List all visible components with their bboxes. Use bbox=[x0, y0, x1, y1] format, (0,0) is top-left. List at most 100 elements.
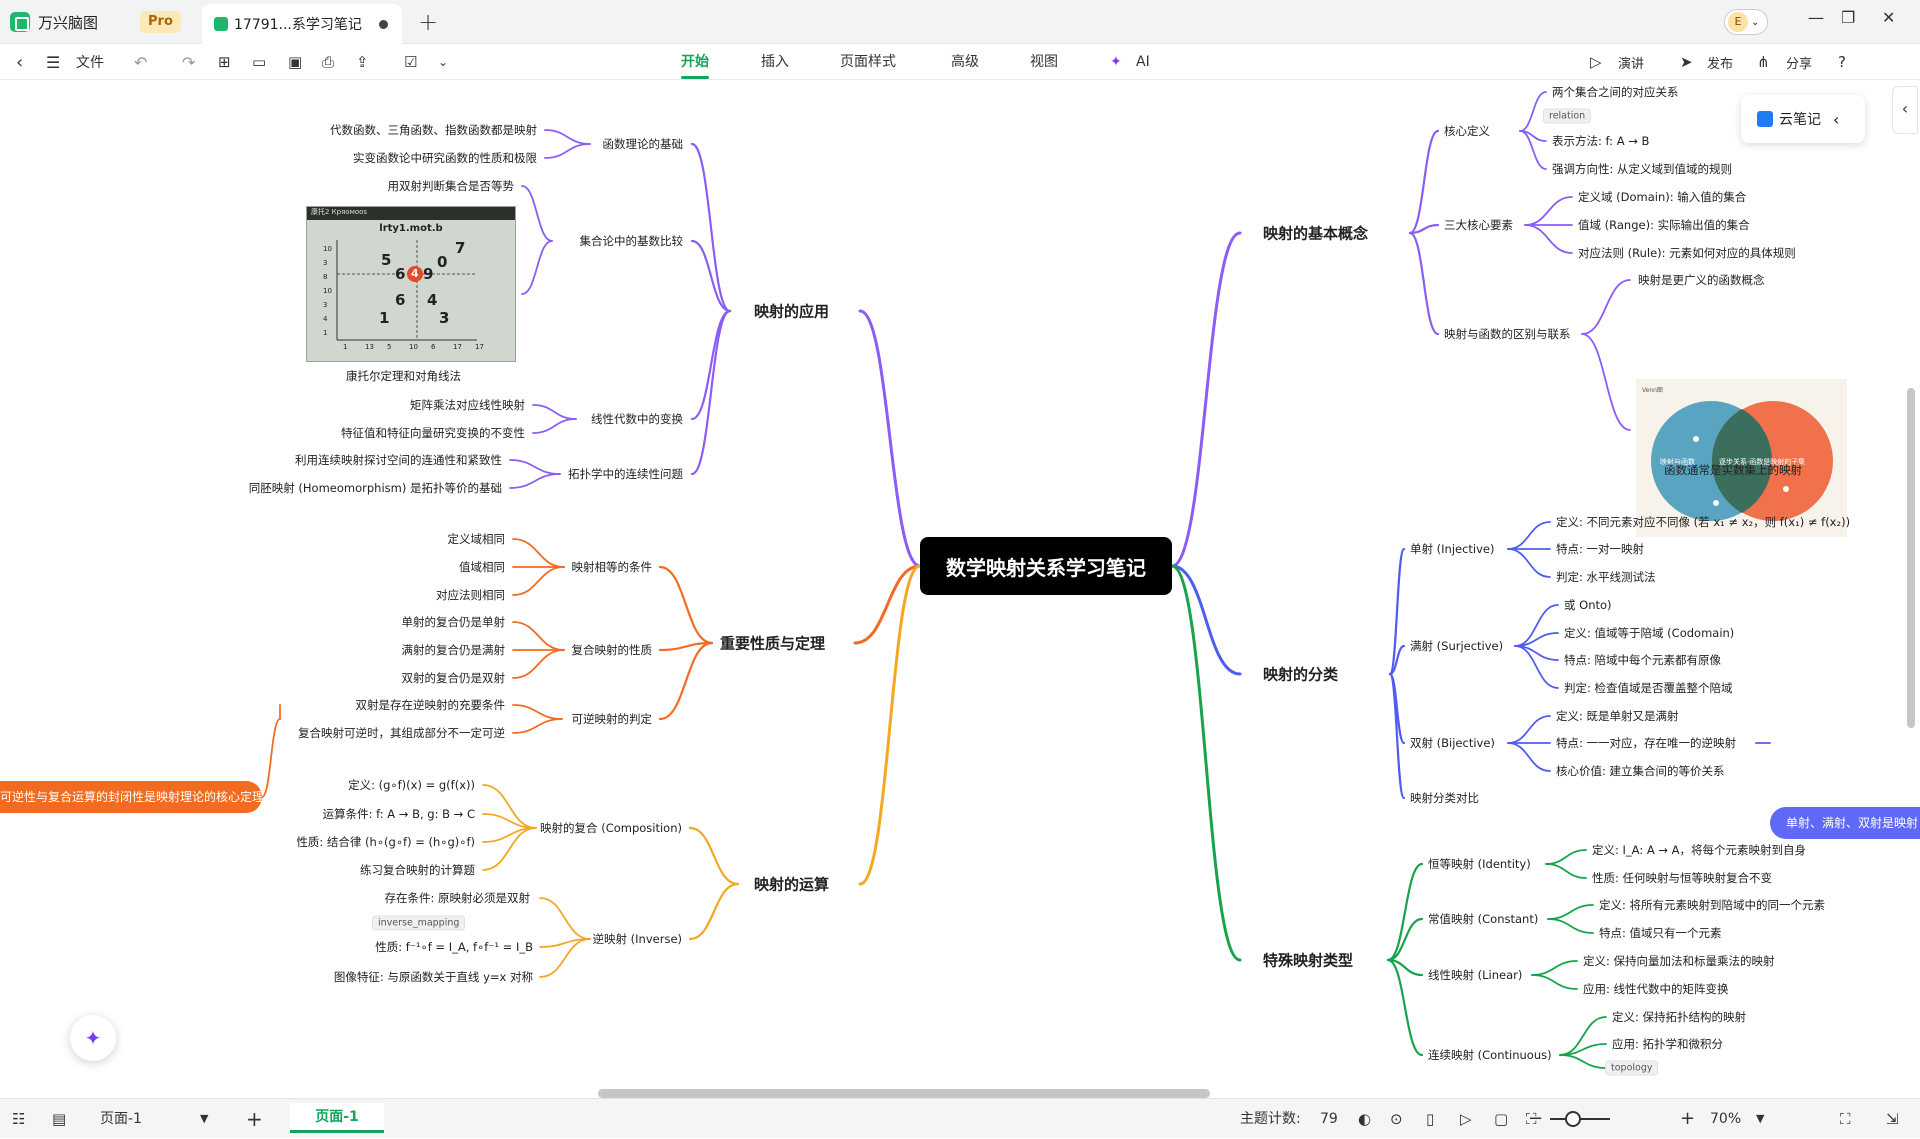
menu-advanced[interactable]: 高级 bbox=[951, 44, 979, 80]
topic-bijective[interactable]: 双射 (Bijective) bbox=[1410, 735, 1495, 751]
topic-identity[interactable]: 恒等映射 (Identity) bbox=[1428, 856, 1531, 872]
layout-icon[interactable]: ▤ bbox=[52, 1099, 66, 1139]
menu-insert[interactable]: 插入 bbox=[761, 44, 789, 80]
leaf-topo-2[interactable]: 同胚映射 (Homeomorphism) 是拓扑等价的基础 bbox=[249, 480, 502, 496]
share-button[interactable]: 分享 bbox=[1786, 44, 1812, 80]
topic-mapping-vs-function[interactable]: 映射与函数的区别与联系 bbox=[1444, 326, 1571, 342]
leaf-const-1[interactable]: 定义: 将所有元素映射到陪域中的同一个元素 bbox=[1599, 897, 1825, 913]
branch-basic-concepts[interactable]: 映射的基本概念 bbox=[1263, 223, 1368, 244]
leaf-inj-3[interactable]: 判定: 水平线测试法 bbox=[1556, 569, 1656, 585]
leaf-eq-3[interactable]: 对应法则相同 bbox=[436, 587, 505, 603]
minimize-icon[interactable]: — bbox=[1808, 8, 1824, 27]
summary-callout-left[interactable]: 可逆性与复合运算的封闭性是映射理论的核心定理 bbox=[0, 781, 262, 813]
leaf-inverse-1[interactable]: 存在条件: 原映射必须是双射 bbox=[384, 890, 530, 906]
theme-icon[interactable]: ◐ bbox=[1358, 1099, 1371, 1139]
topic-composition[interactable]: 映射的复合 (Composition) bbox=[540, 820, 682, 836]
close-icon[interactable]: ✕ bbox=[1882, 8, 1895, 27]
more-chevron-icon[interactable]: ⌄ bbox=[438, 44, 448, 80]
leaf-compose-3[interactable]: 性质: 结合律 (h∘(g∘f) = (h∘g)∘f) bbox=[296, 834, 475, 850]
topic-function-basis[interactable]: 函数理论的基础 bbox=[603, 136, 684, 152]
print-icon[interactable]: ⎙ bbox=[322, 44, 334, 80]
book-icon[interactable]: ▯ bbox=[1426, 1099, 1434, 1139]
leaf-inj-1[interactable]: 定义: 不同元素对应不同像 (若 x₁ ≠ x₂，则 f(x₁) ≠ f(x₂)… bbox=[1556, 514, 1850, 530]
leaf-inverse-3[interactable]: 图像特征: 与原函数关于直线 y=x 对称 bbox=[334, 969, 533, 985]
leaf-eq-2[interactable]: 值域相同 bbox=[459, 559, 505, 575]
branch-classification[interactable]: 映射的分类 bbox=[1263, 664, 1338, 685]
leaf-id-1[interactable]: 定义: I_A: A → A，将每个元素映射到自身 bbox=[1592, 842, 1806, 858]
zoom-level[interactable]: 70% bbox=[1710, 1099, 1741, 1139]
topic-continuous[interactable]: 连续映射 (Continuous) bbox=[1428, 1047, 1552, 1063]
publish-button[interactable]: 发布 bbox=[1707, 44, 1733, 80]
menu-start[interactable]: 开始 bbox=[681, 44, 709, 80]
branch-operations[interactable]: 映射的运算 bbox=[754, 874, 829, 895]
leaf-cont-1[interactable]: 定义: 保持拓扑结构的映射 bbox=[1612, 1009, 1746, 1025]
leaf-core-3[interactable]: 强调方向性: 从定义域到值域的规则 bbox=[1552, 161, 1732, 177]
leaf-sur-4[interactable]: 判定: 检查值域是否覆盖整个陪域 bbox=[1564, 680, 1733, 696]
topic-surjective[interactable]: 满射 (Surjective) bbox=[1410, 638, 1503, 654]
publish-icon[interactable]: ➤ bbox=[1680, 44, 1693, 80]
user-avatar[interactable]: E ⌄ bbox=[1724, 9, 1768, 35]
branch-applications[interactable]: 映射的应用 bbox=[754, 301, 829, 322]
zoom-in-button[interactable]: + bbox=[1680, 1099, 1695, 1139]
leaf-compose-1[interactable]: 定义: (g∘f)(x) = g(f(x)) bbox=[348, 777, 475, 793]
topic-three-elements[interactable]: 三大核心要素 bbox=[1444, 217, 1513, 233]
page-select[interactable]: 页面-1 bbox=[100, 1099, 142, 1139]
topic-topology-continuity[interactable]: 拓扑学中的连续性问题 bbox=[568, 466, 683, 482]
fit-icon[interactable]: ⊙ bbox=[1390, 1099, 1403, 1139]
vertical-scrollbar[interactable] bbox=[1907, 388, 1915, 728]
tag-relation[interactable]: relation bbox=[1543, 109, 1591, 124]
leaf-sur-1[interactable]: 或 Onto) bbox=[1564, 597, 1612, 613]
outline-icon[interactable]: ☷ bbox=[12, 1099, 25, 1139]
leaf-topo-1[interactable]: 利用连续映射探讨空间的连通性和紧致性 bbox=[295, 452, 502, 468]
branch-special-types[interactable]: 特殊映射类型 bbox=[1263, 950, 1353, 971]
topic-core-definition[interactable]: 核心定义 bbox=[1444, 123, 1490, 139]
leaf-elem-1[interactable]: 定义域 (Domain): 输入值的集合 bbox=[1578, 189, 1746, 205]
fullscreen-icon[interactable]: ⛶ bbox=[1840, 1099, 1851, 1139]
tag-topology[interactable]: topology bbox=[1605, 1061, 1658, 1076]
export-icon[interactable]: ⇪ bbox=[356, 44, 369, 80]
topic-inverse[interactable]: 逆映射 (Inverse) bbox=[593, 931, 682, 947]
leaf-elem-3[interactable]: 对应法则 (Rule): 元素如何对应的具体规则 bbox=[1578, 245, 1796, 261]
branch-properties[interactable]: 重要性质与定理 bbox=[720, 633, 825, 654]
menu-ai[interactable]: AI bbox=[1136, 44, 1150, 80]
leaf-func-1[interactable]: 代数函数、三角函数、指数函数都是映射 bbox=[330, 122, 537, 138]
leaf-cont-2[interactable]: 应用: 拓扑学和微积分 bbox=[1612, 1036, 1723, 1052]
leaf-comp-2[interactable]: 满射的复合仍是满射 bbox=[402, 642, 506, 658]
leaf-diff-1[interactable]: 映射是更广义的函数概念 bbox=[1638, 272, 1765, 288]
chevron-left-icon[interactable]: ‹ bbox=[1833, 110, 1839, 129]
open-folder-icon[interactable]: ▭ bbox=[252, 44, 266, 80]
leaf-lin-1[interactable]: 定义: 保持向量加法和标量乘法的映射 bbox=[1583, 953, 1775, 969]
play-icon[interactable]: ▷ bbox=[1460, 1099, 1472, 1139]
present-button[interactable]: 演讲 bbox=[1618, 44, 1644, 80]
mindmap-canvas[interactable]: 数学映射关系学习笔记 映射的应用 函数理论的基础 代数函数、三角函数、指数函数都… bbox=[0, 80, 1920, 1098]
leaf-sur-2[interactable]: 定义: 值域等于陪域 (Codomain) bbox=[1564, 625, 1734, 641]
leaf-core-2[interactable]: 表示方法: f: A → B bbox=[1552, 133, 1649, 149]
unsaved-dot-icon[interactable] bbox=[379, 20, 388, 29]
root-topic[interactable]: 数学映射关系学习笔记 bbox=[920, 537, 1172, 595]
leaf-const-2[interactable]: 特点: 值域只有一个元素 bbox=[1599, 925, 1722, 941]
present-icon[interactable]: ▷ bbox=[1590, 44, 1602, 80]
file-menu[interactable]: 文件 bbox=[76, 44, 104, 80]
share-icon[interactable]: ⋔ bbox=[1757, 44, 1770, 80]
leaf-inv-1[interactable]: 双射是存在逆映射的充要条件 bbox=[356, 697, 506, 713]
page-select-chevron-icon[interactable]: ▼ bbox=[200, 1099, 208, 1139]
leaf-compose-4[interactable]: 练习复合映射的计算题 bbox=[360, 862, 475, 878]
horizontal-scrollbar[interactable] bbox=[598, 1089, 1210, 1098]
leaf-core-1[interactable]: 两个集合之间的对应关系 bbox=[1552, 84, 1679, 100]
topic-linear[interactable]: 线性映射 (Linear) bbox=[1428, 967, 1522, 983]
menu-page-style[interactable]: 页面样式 bbox=[840, 44, 896, 80]
pro-badge[interactable]: Pro bbox=[140, 11, 181, 33]
topic-invertible[interactable]: 可逆映射的判定 bbox=[572, 711, 653, 727]
topic-set-cardinality[interactable]: 集合论中的基数比较 bbox=[580, 233, 684, 249]
leaf-elem-2[interactable]: 值域 (Range): 实际输出值的集合 bbox=[1578, 217, 1750, 233]
leaf-bij-3[interactable]: 核心价值: 建立集合间的等价关系 bbox=[1556, 763, 1725, 779]
leaf-bij-2[interactable]: 特点: 一一对应，存在唯一的逆映射 bbox=[1556, 735, 1736, 751]
collapse-icon[interactable]: ⇲ bbox=[1886, 1099, 1899, 1139]
menu-view[interactable]: 视图 bbox=[1030, 44, 1058, 80]
leaf-diff-2[interactable]: 函数通常是实数集上的映射 bbox=[1664, 462, 1802, 478]
ai-assistant-button[interactable]: ✦ bbox=[70, 1015, 116, 1061]
leaf-inverse-2[interactable]: 性质: f⁻¹∘f = I_A, f∘f⁻¹ = I_B bbox=[375, 939, 533, 955]
topic-constant[interactable]: 常值映射 (Constant) bbox=[1428, 911, 1538, 927]
restore-icon[interactable]: ❐ bbox=[1841, 8, 1855, 27]
frame-icon[interactable]: ▢ bbox=[1494, 1099, 1508, 1139]
